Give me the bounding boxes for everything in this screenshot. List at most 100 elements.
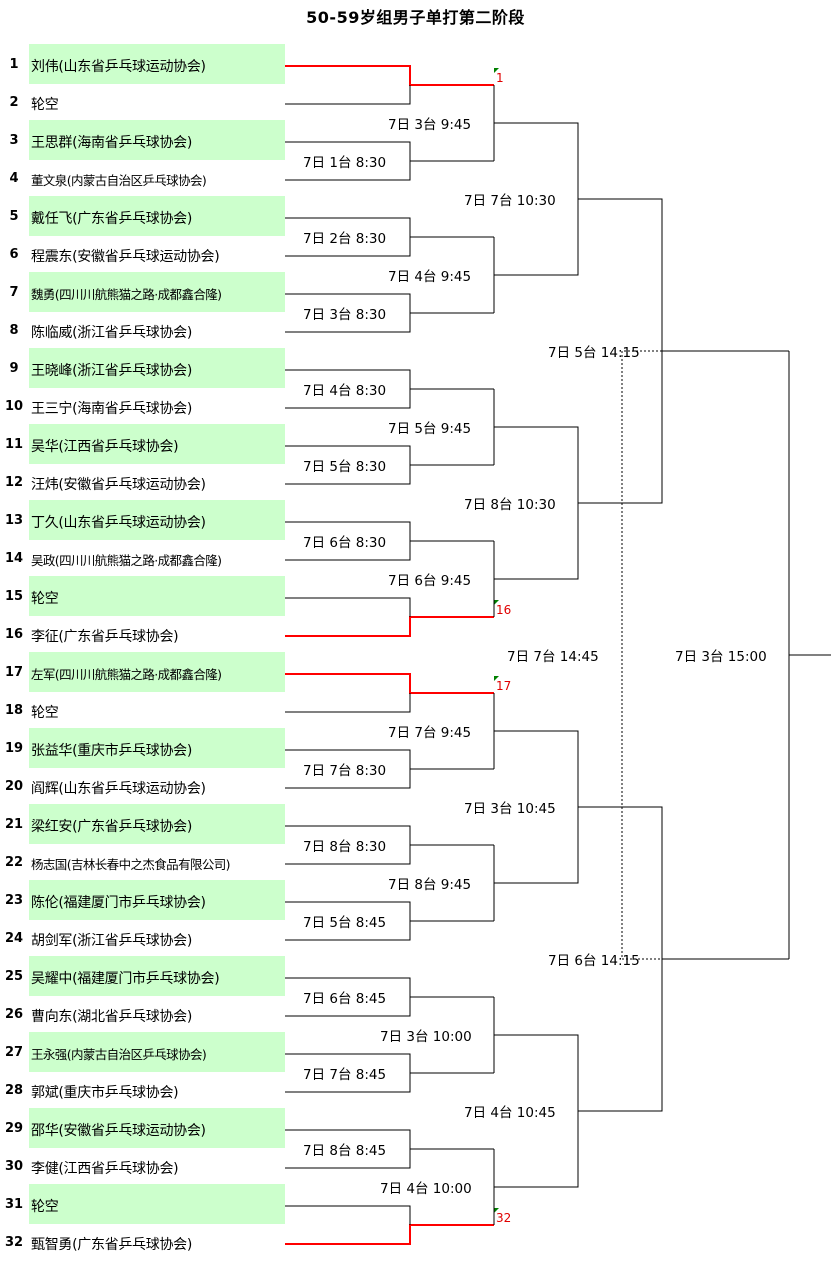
player-number: 23 — [4, 893, 24, 908]
player-name: 张益华(重庆市乒乓球协会) — [31, 743, 193, 759]
player-name: 甄智勇(广东省乒乓球协会) — [31, 1237, 193, 1253]
match-line — [285, 369, 411, 409]
bye-line — [285, 85, 411, 105]
match-line — [285, 141, 411, 181]
player-name: 汪炜(安徽省乒乓球运动协会) — [31, 477, 206, 493]
player-number: 14 — [4, 551, 24, 566]
player-name: 轮空 — [31, 97, 59, 113]
match-line — [285, 901, 411, 941]
player-number: 26 — [4, 1007, 24, 1022]
match-time: 7日 4台 10:45 — [464, 1105, 556, 1121]
match-line — [285, 1053, 411, 1093]
player-highlight — [29, 880, 285, 920]
third-place-time: 7日 7台 14:45 — [507, 649, 599, 665]
player-number: 17 — [4, 665, 24, 680]
player-number: 6 — [9, 247, 19, 262]
match-time: 7日 6台 9:45 — [388, 573, 472, 589]
player-number: 1 — [9, 57, 19, 72]
player-number: 16 — [4, 627, 24, 642]
seed-flag-icon — [494, 600, 499, 605]
match-time: 7日 5台 8:30 — [303, 459, 387, 475]
seed-number: 17 — [496, 679, 512, 693]
match-time: 7日 3台 10:45 — [464, 801, 556, 817]
player-name: 邵华(安徽省乒乓球运动协会) — [31, 1123, 206, 1139]
player-highlight — [29, 196, 285, 236]
bye-line — [285, 693, 411, 713]
player-highlight — [29, 1184, 285, 1224]
player-name: 魏勇(四川川航熊猫之路·成都鑫合隆) — [31, 287, 222, 302]
match-line — [285, 749, 411, 789]
player-name: 吴华(江西省乒乓球协会) — [31, 439, 179, 455]
match-time: 7日 4台 9:45 — [388, 269, 472, 285]
match-line — [494, 426, 579, 580]
player-name: 王思群(海南省乒乓球协会) — [31, 135, 193, 151]
player-number: 8 — [9, 323, 19, 338]
player-number: 22 — [4, 855, 24, 870]
bye-advance-line — [285, 616, 494, 637]
player-number: 10 — [4, 399, 24, 414]
player-name: 王永强(内蒙古自治区乒乓球协会) — [31, 1047, 207, 1062]
match-line — [285, 1129, 411, 1169]
match-line — [285, 445, 411, 485]
player-number: 29 — [4, 1121, 24, 1136]
player-name: 刘伟(山东省乒乓球运动协会) — [31, 59, 206, 75]
seed-flag-icon — [494, 68, 499, 73]
player-name: 梁红安(广东省乒乓球协会) — [31, 819, 193, 835]
player-number: 25 — [4, 969, 24, 984]
player-number: 15 — [4, 589, 24, 604]
player-highlight — [29, 272, 285, 312]
match-time: 7日 6台 8:30 — [303, 535, 387, 551]
bye-advance-line — [285, 65, 494, 86]
match-time: 7日 7台 9:45 — [388, 725, 472, 741]
player-number: 4 — [9, 171, 19, 186]
player-highlight — [29, 1032, 285, 1072]
player-highlight — [29, 652, 285, 692]
match-time: 7日 4台 10:00 — [380, 1181, 472, 1197]
player-number: 20 — [4, 779, 24, 794]
match-line — [494, 122, 579, 276]
player-number: 32 — [4, 1235, 24, 1250]
match-time: 7日 5台 9:45 — [388, 421, 472, 437]
match-time: 7日 4台 8:30 — [303, 383, 387, 399]
seed-flag-icon — [494, 1208, 499, 1213]
match-time: 7日 3台 8:30 — [303, 307, 387, 323]
player-name: 轮空 — [31, 1199, 59, 1215]
player-name: 杨志国(吉林长春中之杰食品有限公司) — [31, 857, 231, 872]
player-number: 11 — [4, 437, 24, 452]
player-name: 王三宁(海南省乒乓球协会) — [31, 401, 193, 417]
player-name: 董文泉(内蒙古自治区乒乓球协会) — [31, 173, 207, 188]
bye-line — [285, 1205, 411, 1225]
match-line — [494, 730, 579, 884]
match-time: 7日 7台 8:45 — [303, 1067, 387, 1083]
player-name: 李征(广东省乒乓球协会) — [31, 629, 179, 645]
player-name: 陈临威(浙江省乒乓球协会) — [31, 325, 193, 341]
player-number: 13 — [4, 513, 24, 528]
player-name: 王晓峰(浙江省乒乓球协会) — [31, 363, 193, 379]
match-time: 7日 8台 8:30 — [303, 839, 387, 855]
player-number: 7 — [9, 285, 19, 300]
match-time: 7日 5台 8:45 — [303, 915, 387, 931]
match-line — [285, 825, 411, 865]
player-number: 9 — [9, 361, 19, 376]
bye-advance-line — [285, 1224, 494, 1245]
match-time: 7日 8台 10:30 — [464, 497, 556, 513]
match-time: 7日 1台 8:30 — [303, 155, 387, 171]
player-name: 吴耀中(福建厦门市乒乓球协会) — [31, 971, 220, 987]
player-name: 丁久(山东省乒乓球运动协会) — [31, 515, 206, 531]
player-name: 李健(江西省乒乓球协会) — [31, 1161, 179, 1177]
match-line — [285, 977, 411, 1017]
player-name: 胡剑军(浙江省乒乓球协会) — [31, 933, 193, 949]
player-number: 2 — [9, 95, 19, 110]
match-line — [494, 1034, 579, 1188]
player-number: 19 — [4, 741, 24, 756]
player-name: 程震东(安徽省乒乓球运动协会) — [31, 249, 220, 265]
player-highlight — [29, 956, 285, 996]
player-name: 曹向东(湖北省乒乓球协会) — [31, 1009, 193, 1025]
page-title: 50-59岁组男子单打第二阶段 — [306, 8, 525, 27]
match-time: 7日 7台 10:30 — [464, 193, 556, 209]
match-time: 7日 7台 8:30 — [303, 763, 387, 779]
match-time: 7日 5台 14:15 — [548, 345, 640, 361]
player-name: 轮空 — [31, 591, 59, 607]
player-number: 5 — [9, 209, 19, 224]
